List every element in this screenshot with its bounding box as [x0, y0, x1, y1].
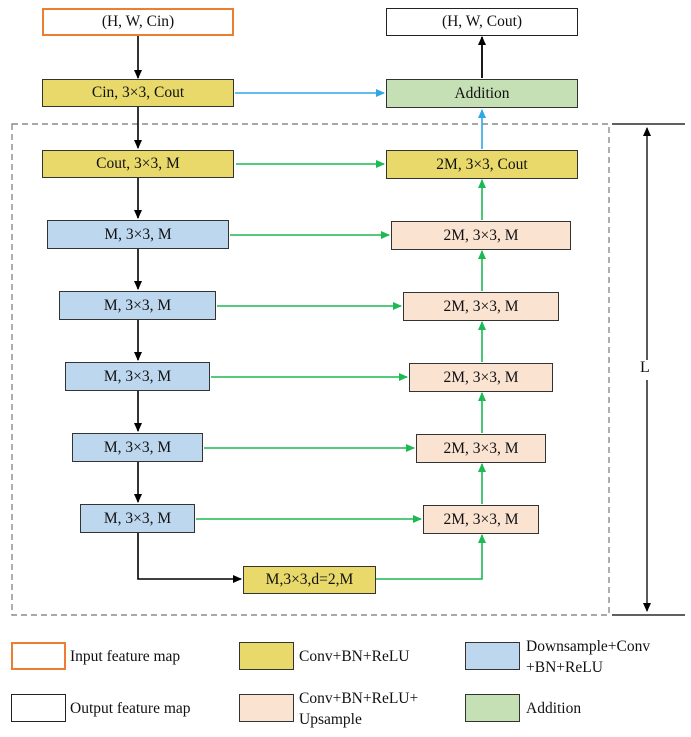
decoder-node-6: 2M, 3×3, M — [423, 505, 539, 534]
legend-upsample-label-line1: Conv+BN+ReLU+ — [299, 690, 419, 707]
encoder-4-label: M, 3×3, M — [103, 367, 172, 385]
legend-conv-label: Conv+BN+ReLU — [299, 648, 410, 665]
legend-downsample-swatch — [465, 642, 520, 670]
decoder-4-label: 2M, 3×3, M — [443, 368, 519, 386]
encoder-node-2: M, 3×3, M — [47, 220, 229, 249]
encoder-node-5: M, 3×3, M — [72, 433, 203, 462]
addition-node: Addition — [386, 79, 578, 108]
legend-downsample-label-line2: +BN+ReLU — [526, 659, 603, 676]
conv-in-node: Cin, 3×3, Cout — [42, 79, 234, 107]
encoder-2-label: M, 3×3, M — [104, 225, 172, 243]
encoder-node-1: Cout, 3×3, M — [42, 150, 234, 178]
input-feature-map-node: (H, W, Cin) — [42, 8, 234, 36]
decoder-node-2: 2M, 3×3, M — [391, 221, 571, 250]
decoder-node-1: 2M, 3×3, Cout — [386, 150, 578, 179]
output-node-label: (H, W, Cout) — [441, 13, 523, 30]
encoder-6-label: M, 3×3, M — [103, 509, 172, 527]
bottleneck-label: M,3×3,d=2,M — [265, 571, 354, 588]
dashed-block-frame — [11, 123, 610, 616]
legend-addition-label: Addition — [526, 700, 582, 717]
legend-output-swatch — [11, 694, 66, 722]
depth-label: L — [640, 359, 650, 376]
legend-input-label: Input feature map — [70, 648, 181, 665]
addition-label: Addition — [454, 84, 510, 102]
decoder-6-label: 2M, 3×3, M — [443, 510, 519, 528]
output-feature-map-node: (H, W, Cout) — [386, 8, 578, 36]
legend-output-label: Output feature map — [70, 700, 191, 717]
decoder-node-5: 2M, 3×3, M — [416, 434, 546, 463]
decoder-1-label: 2M, 3×3, Cout — [436, 155, 528, 173]
arrow-enc6-to-bottom — [137, 532, 242, 583]
legend-upsample-label-line2: Upsample — [299, 711, 362, 728]
legend-input-swatch — [11, 642, 66, 670]
legend-conv-swatch — [239, 642, 294, 670]
encoder-node-6: M, 3×3, M — [80, 504, 195, 533]
arrow-bottom-to-dec6 — [376, 534, 486, 580]
decoder-3-label: 2M, 3×3, M — [443, 297, 519, 315]
conv-in-label: Cin, 3×3, Cout — [91, 84, 185, 101]
decoder-node-4: 2M, 3×3, M — [409, 363, 553, 392]
encoder-node-4: M, 3×3, M — [65, 362, 210, 391]
legend-upsample-swatch — [239, 694, 294, 722]
legend-downsample-label-line1: Downsample+Conv — [526, 638, 651, 655]
bottleneck-node: M,3×3,d=2,M — [243, 566, 376, 594]
encoder-5-label: M, 3×3, M — [103, 438, 172, 456]
encoder-1-label: Cout, 3×3, M — [96, 155, 180, 172]
decoder-5-label: 2M, 3×3, M — [443, 439, 519, 457]
input-node-label: (H, W, Cin) — [101, 13, 175, 30]
decoder-2-label: 2M, 3×3, M — [443, 226, 519, 244]
encoder-node-3: M, 3×3, M — [59, 291, 216, 320]
legend-addition-swatch — [465, 694, 520, 722]
encoder-3-label: M, 3×3, M — [103, 296, 172, 314]
decoder-node-3: 2M, 3×3, M — [403, 292, 559, 321]
